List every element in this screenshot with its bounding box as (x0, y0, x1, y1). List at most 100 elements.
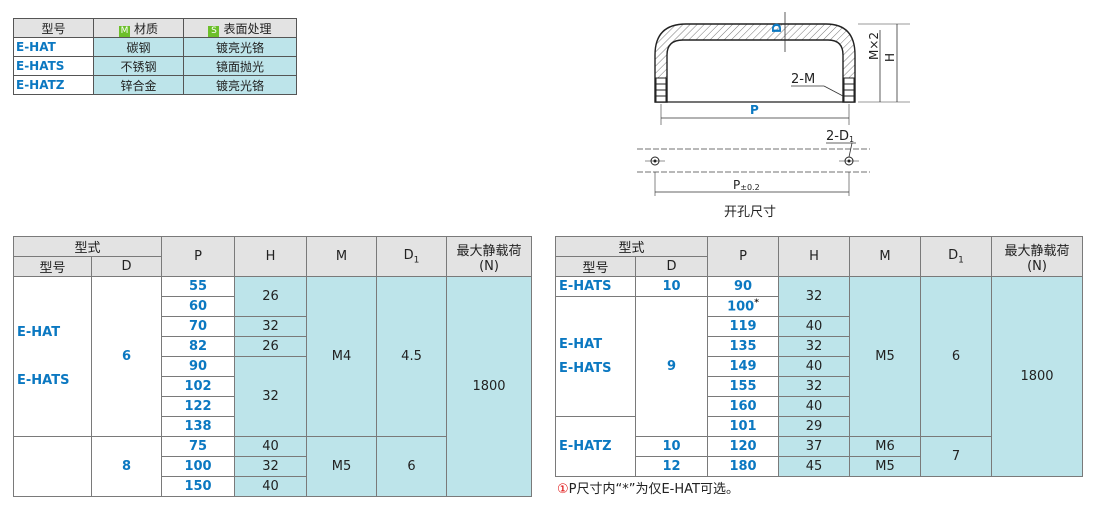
h-cell: 32 (778, 336, 851, 357)
d1-cell: 6 (376, 436, 448, 497)
material-badge-icon: M (118, 25, 130, 37)
dim-ptol-label: P±0.2 (733, 178, 760, 192)
h-cell: 37 (778, 436, 851, 457)
handle-drawing: D M×2 H 2-M P P±0.2 2-D1 开孔尺寸 (637, 12, 910, 220)
table-row: E-HATS 10 90 32 M5 6 1800 (555, 276, 1084, 477)
p-cell: 55 (161, 276, 236, 297)
table-row: 60 (14, 296, 532, 317)
d-cell: 8 (90, 436, 163, 497)
model-cell: E-HATS (555, 276, 636, 297)
model-cell: E-HATZ (13, 75, 94, 95)
header-load: 最大静载荷(N) (446, 236, 533, 277)
model-cell: E-HATS (13, 56, 94, 76)
d-cell: 12 (634, 456, 709, 477)
d-cell: 10 (634, 276, 709, 297)
table-row: 8 75 40 M5 6 (13, 436, 532, 497)
dim-d-label: D (770, 23, 784, 33)
material-cell: 锌合金 (93, 75, 184, 95)
model-cell: E-HAT (13, 37, 94, 57)
surface-cell: 镀亮光铬 (183, 75, 297, 95)
table-row: 122 (14, 396, 532, 417)
m-cell: M6 (849, 436, 922, 457)
h-cell: 45 (778, 456, 851, 477)
p-cell: 160 (707, 396, 780, 417)
header-p: P (161, 236, 236, 277)
table-row: 12 180 45 M5 (556, 456, 1083, 477)
table-row: E-HATZ 101 29 (555, 416, 1083, 477)
dim-d1-label: 2-D1 (826, 129, 854, 144)
header-type: 型式 (554, 236, 709, 257)
p-cell: 135 (707, 336, 780, 357)
d-cell: 9 (634, 296, 709, 437)
h-cell: 40 (778, 316, 851, 337)
p-cell: 138 (161, 416, 236, 437)
header-m: M (306, 236, 378, 277)
h-cell: 40 (778, 356, 851, 377)
p-cell: 150 (161, 476, 236, 497)
header-d: D (90, 256, 163, 277)
header-type: 型式 (12, 236, 163, 257)
p-cell: 82 (161, 336, 236, 357)
d-cell: 6 (90, 276, 163, 437)
header-p: P (707, 236, 780, 277)
dim-m-label: 2-M (791, 72, 815, 87)
p-cell: 180 (707, 456, 780, 477)
p-cell: 60 (161, 296, 236, 317)
header-d: D (634, 256, 709, 277)
table-row: E-HATS 不锈钢 镜面抛光 (13, 56, 297, 76)
d1-cell: 6 (920, 276, 993, 437)
p-cell: 90 (707, 276, 780, 297)
h-cell: 40 (234, 436, 308, 457)
dim-p-label: P (750, 103, 759, 117)
h-cell: 32 (778, 376, 851, 397)
header-d1: D1 (376, 236, 448, 277)
p-cell: 149 (707, 356, 780, 377)
load-cell: 1800 (446, 276, 533, 497)
h-cell: 26 (234, 276, 308, 317)
p-cell: 70 (161, 316, 236, 337)
dim-h-label: H (883, 53, 897, 62)
load-cell: 1800 (991, 276, 1084, 477)
model-cell-empty (13, 436, 92, 497)
h-cell: 32 (234, 456, 308, 477)
h-cell: 32 (234, 316, 308, 337)
footnote: ①P尺寸内“*”为仅E-HAT可选。 (557, 478, 739, 497)
header-model: 型号 (13, 256, 92, 277)
m-cell: M4 (306, 276, 378, 437)
h-cell: 40 (234, 476, 308, 497)
p-cell: 120 (707, 436, 780, 457)
h-cell: 40 (778, 396, 851, 417)
p-cell: 75 (161, 436, 236, 457)
p-cell: 90 (161, 356, 236, 377)
info-icon: ① (557, 482, 569, 497)
header-h: H (778, 236, 851, 277)
p-cell: 119 (707, 316, 780, 337)
m-cell: M5 (306, 436, 378, 497)
table-row: E-HATZ 锌合金 镀亮光铬 (13, 75, 297, 95)
header-model: 型号 (13, 18, 94, 38)
surface-cell: 镜面抛光 (183, 56, 297, 76)
spec-table-right: 型式 P H M D1 最大静载荷(N) 型号 D E-HATS 10 90 3… (554, 236, 1084, 477)
h-cell: 29 (778, 416, 851, 437)
table-row: 102 (14, 376, 532, 397)
header-model: 型号 (555, 256, 636, 277)
header-load: 最大静载荷(N) (991, 236, 1084, 277)
m-cell: M5 (849, 276, 922, 437)
p-cell: 155 (707, 376, 780, 397)
model-cell: E-HATZ (555, 416, 636, 477)
d-cell: 10 (634, 436, 709, 457)
header-h: H (234, 236, 308, 277)
surface-cell: 镀亮光铬 (183, 37, 297, 57)
handle-body (654, 23, 856, 103)
